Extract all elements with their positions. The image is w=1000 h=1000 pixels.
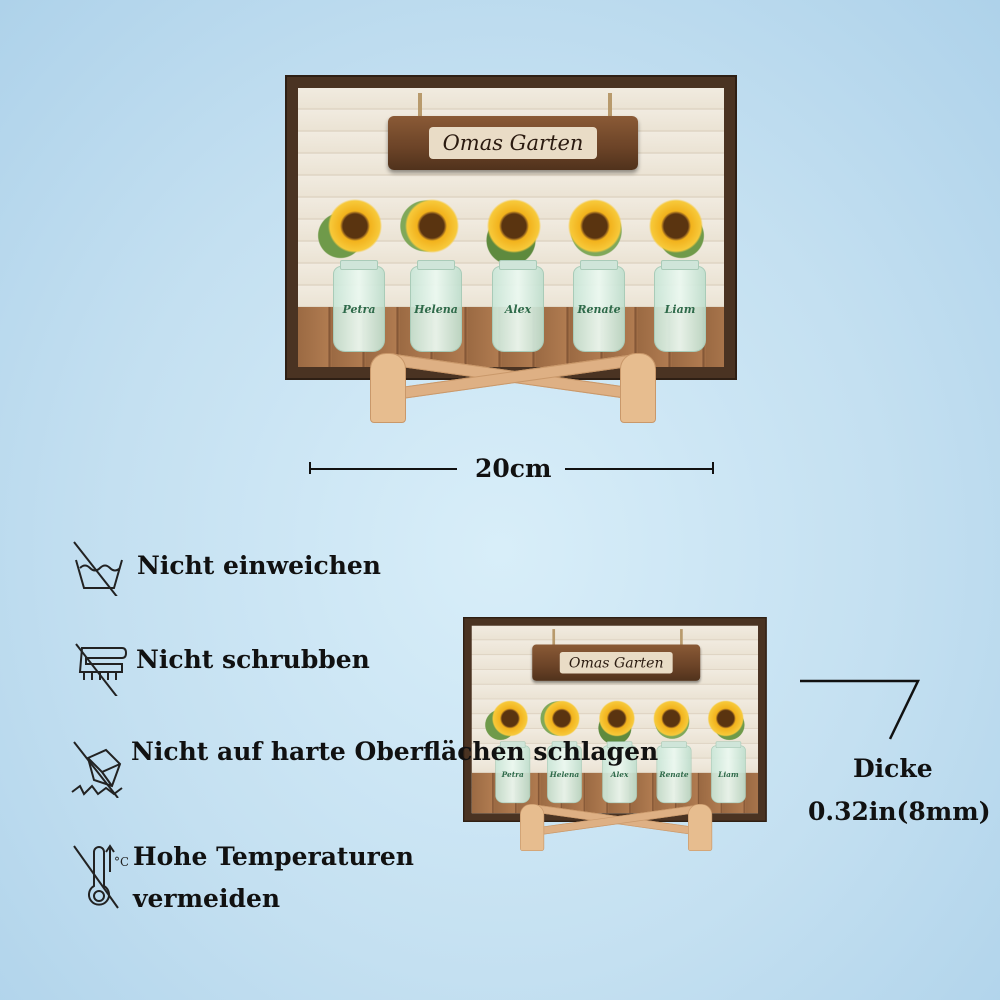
jar: Alex [602, 741, 638, 804]
jar-name: Renate [659, 769, 689, 779]
sunflower [706, 699, 745, 738]
jar: Renate [656, 741, 692, 804]
sign-title: Omas Garten [428, 127, 598, 159]
sunflower [648, 198, 704, 254]
svg-text:°C: °C [114, 855, 128, 869]
jar-name: Alex [504, 302, 532, 316]
care-text-impact: Nicht auf harte Oberflächen schlagen [131, 737, 659, 766]
jar-name: Alex [610, 769, 629, 779]
jar-name: Helena [549, 769, 580, 779]
title-sign: Omas Garten [532, 644, 701, 681]
jar: Petra [495, 741, 531, 804]
care-text-temperature: Hohe Temperaturen vermeiden [133, 842, 414, 913]
sunflower [486, 198, 542, 254]
jar-name: Renate [577, 302, 621, 316]
jar: Liam [710, 741, 746, 804]
title-sign: Omas Garten [388, 116, 638, 170]
care-text-scrub: Nicht schrubben [136, 645, 370, 674]
jar-name: Helena [414, 302, 458, 316]
sunflower [491, 699, 529, 738]
no-high-temperature-icon: °C [73, 844, 128, 909]
jar-name: Petra [342, 302, 376, 316]
sunflower [327, 198, 383, 254]
jar: Helena [410, 260, 462, 352]
sunflower [652, 699, 691, 738]
sunflower [598, 699, 636, 738]
thickness-value: 0.32in(8mm) [808, 797, 991, 826]
no-scrubbing-icon [75, 643, 128, 696]
jar: Renate [573, 260, 625, 352]
no-soaking-icon [73, 541, 123, 596]
no-hard-impact-icon [71, 741, 123, 798]
care-text-soak: Nicht einweichen [137, 551, 381, 580]
sunflower [567, 198, 623, 254]
thickness-label: Dicke [853, 754, 933, 783]
sunflower [542, 699, 581, 738]
jar: Alex [492, 260, 544, 352]
jar-name: Petra [501, 769, 524, 779]
jar-name: Liam [664, 302, 696, 316]
jar: Helena [547, 741, 582, 804]
sign-title: Omas Garten [559, 651, 673, 674]
sunflower [404, 198, 460, 254]
jar-name: Liam [718, 769, 739, 779]
thickness-pointer [800, 679, 920, 740]
jar: Liam [654, 260, 706, 352]
jar: Petra [333, 260, 385, 352]
width-label: 20cm [475, 454, 552, 483]
